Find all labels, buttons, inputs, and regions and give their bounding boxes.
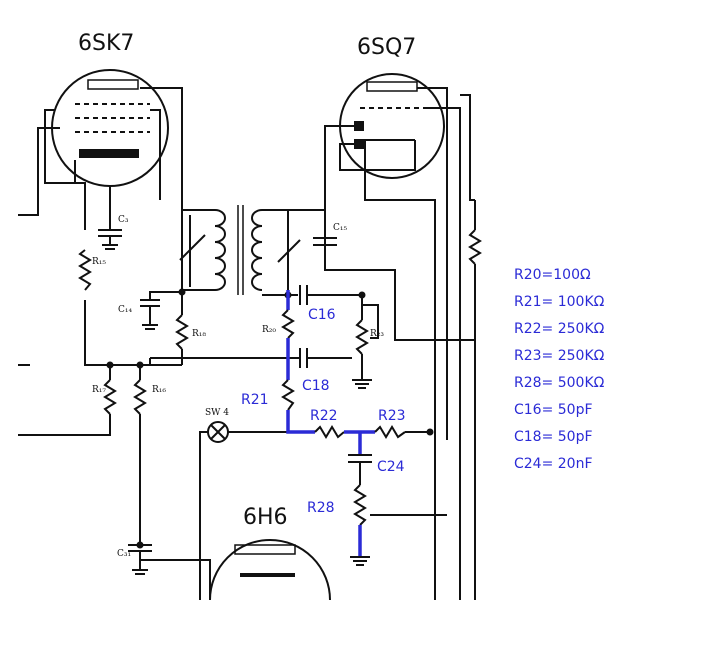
legend-item-c18: C18= 50pF — [514, 429, 593, 445]
label-sw4: SW 4 — [205, 408, 229, 418]
label-r18: R₁₈ — [192, 329, 206, 339]
label-c3: C₃ — [118, 215, 129, 225]
tube-label-6sq7: 6SQ7 — [357, 35, 416, 60]
legend-item-r21: R21= 100KΩ — [514, 294, 605, 310]
blue-label-r28: R28 — [307, 500, 335, 516]
label-r23-black: R₂₃ — [370, 329, 384, 339]
blue-label-c24: C24 — [377, 459, 405, 475]
tube-6sq7 — [324, 73, 461, 600]
label-r20: R₂₀ — [262, 325, 276, 335]
tube-6h6 — [140, 539, 331, 601]
legend-item-r28: R28= 500KΩ — [514, 375, 605, 391]
legend-item-r22: R22= 250KΩ — [514, 321, 605, 337]
component-values-legend: R20=100Ω R21= 100KΩ R22= 250KΩ R23= 250K… — [514, 266, 604, 482]
label-c15: C₁₅ — [333, 223, 347, 233]
blue-label-r22: R22 — [310, 408, 338, 424]
legend-item-r20: R20=100Ω — [514, 267, 591, 283]
tube-label-6h6: 6H6 — [243, 505, 288, 530]
label-c14: C₁₄ — [118, 305, 132, 315]
legend-item-c16: C16= 50pF — [514, 402, 593, 418]
legend-item-r23: R23= 250KΩ — [514, 348, 605, 364]
label-r17: R₁₇ — [92, 385, 106, 395]
blue-label-c18: C18 — [302, 378, 330, 394]
label-r15: R₁₅ — [92, 257, 106, 267]
blue-label-r23: R23 — [378, 408, 406, 424]
label-r16: R₁₆ — [152, 385, 166, 395]
legend-item-c24: C24= 20nF — [514, 456, 593, 472]
label-c31: C₃₁ — [117, 549, 131, 559]
right-wiring — [18, 94, 482, 600]
blue-label-c16: C16 — [308, 307, 336, 323]
blue-label-r21: R21 — [241, 392, 269, 408]
tube-6sk7 — [37, 69, 183, 215]
if-transformer — [179, 205, 325, 296]
tube-label-6sk7: 6SK7 — [78, 31, 134, 56]
left-wiring — [18, 170, 189, 575]
highlighted-path — [281, 290, 406, 566]
